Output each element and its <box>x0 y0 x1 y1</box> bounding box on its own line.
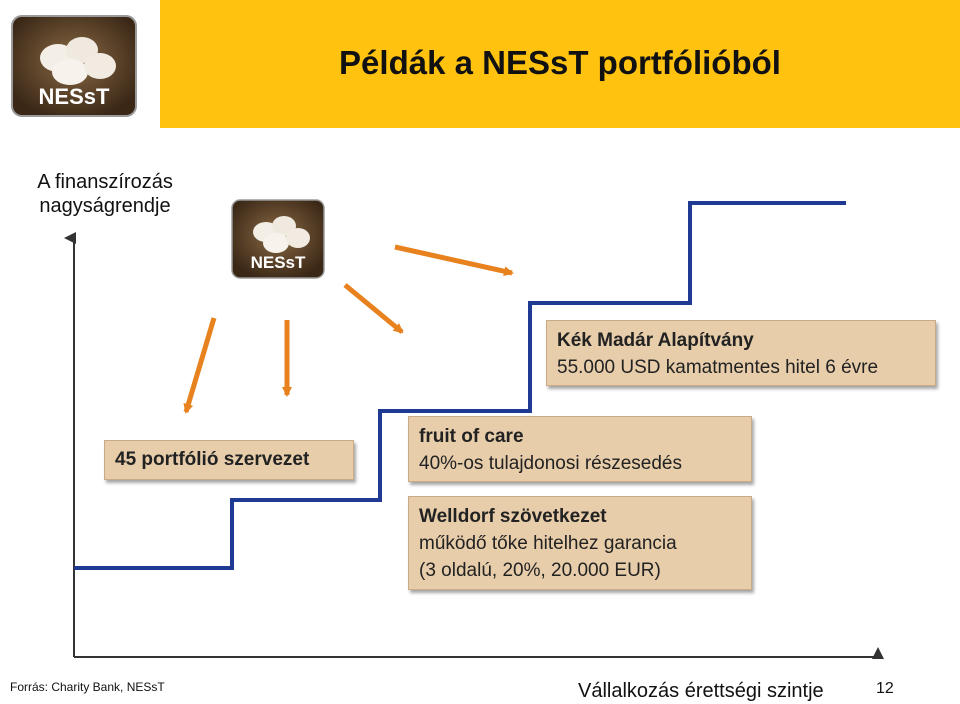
y-axis-label-line2: nagyságrendje <box>39 195 171 217</box>
box-welldorf-line3: (3 oldalú, 20%, 20.000 EUR) <box>419 560 661 581</box>
logo-text: NESsT <box>39 84 110 109</box>
header-band <box>160 0 960 128</box>
x-axis-label: Vállalkozás érettségi szintje <box>578 680 824 702</box>
box-fruit-of-care: fruit of care 40%-os tulajdonosi részese… <box>408 416 752 482</box>
box-fruit-line1: fruit of care <box>419 426 524 447</box>
logo-small-text: NESsT <box>251 253 306 272</box>
nesst-logo-small: NESsT <box>231 199 325 279</box>
arrow-3 <box>343 283 404 334</box>
box-portfolio-line1: 45 portfólió szervezet <box>115 449 310 470</box>
box-welldorf-line1: Welldorf szövetkezet <box>419 506 607 527</box>
arrow-4 <box>394 244 514 277</box>
nesst-logo: NESsT <box>11 15 137 117</box>
y-axis-label: A finanszírozás nagyságrendje <box>30 170 180 218</box>
page-title: Példák a NESsT portfólióból <box>339 44 781 81</box>
box-fruit-line2: 40%-os tulajdonosi részesedés <box>419 453 682 474</box>
box-portfolio: 45 portfólió szervezet <box>104 440 354 480</box>
box-kekmadar-line2: 55.000 USD kamatmentes hitel 6 évre <box>557 357 879 378</box>
source-note: Forrás: Charity Bank, NESsT <box>10 680 165 694</box>
arrow-1 <box>183 317 217 414</box>
box-welldorf: Welldorf szövetkezet működő tőke hitelhe… <box>408 496 752 590</box>
box-welldorf-line2: működő tőke hitelhez garancia <box>419 533 677 554</box>
box-kek-madar: Kék Madár Alapítvány 55.000 USD kamatmen… <box>546 320 936 386</box>
page-number: 12 <box>876 680 894 697</box>
maturity-staircase <box>74 201 846 570</box>
box-kekmadar-line1: Kék Madár Alapítvány <box>557 330 754 351</box>
y-axis-label-line1: A finanszírozás <box>37 171 173 193</box>
